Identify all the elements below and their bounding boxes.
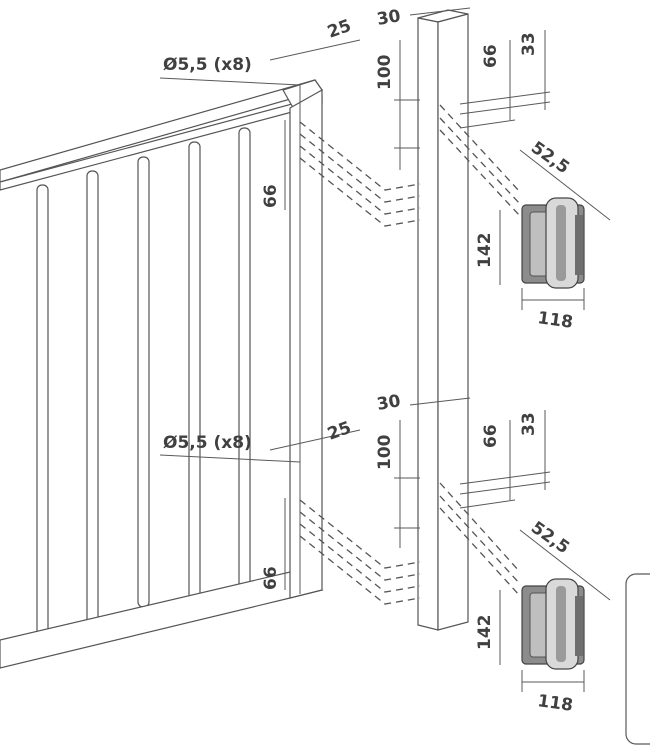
hinge-depth-label-top: 52,5 — [527, 138, 573, 178]
dimension-lines-top — [159, 7, 611, 310]
post-face-right — [437, 13, 469, 631]
detail-inset-frame — [625, 573, 650, 745]
gate-top-rail — [0, 79, 323, 183]
gate-bar — [86, 170, 99, 627]
dimension-lines-bottom — [159, 397, 611, 692]
post-spacing-label-top: 100 — [375, 54, 395, 90]
gate-bars — [36, 127, 251, 641]
hinge-height-label-bottom: 142 — [475, 615, 495, 651]
hinge-depth-label-bottom: 52,5 — [527, 518, 573, 558]
hole-diameter-label-top: Ø5,5 (x8) — [163, 55, 252, 75]
post-face-left — [417, 17, 439, 631]
post — [417, 9, 469, 631]
gate-stile — [289, 88, 323, 599]
gate-hole-spacing-label-bottom: 66 — [261, 566, 281, 590]
gate-hole-spacing-label-top: 66 — [261, 184, 281, 208]
hole-diameter-label-bottom: Ø5,5 (x8) — [163, 433, 252, 453]
hinge-width-label-bottom: 118 — [536, 691, 574, 716]
gate — [0, 79, 324, 669]
gate-bar — [188, 141, 201, 608]
gate-frame-width-label-bottom: 25 — [325, 418, 354, 445]
hinge-width-label-top: 118 — [536, 308, 574, 333]
hinge-bottom — [521, 578, 585, 670]
post-width-label-bottom: 30 — [375, 391, 402, 415]
hinge-offset-a-label-top: 66 — [481, 44, 501, 68]
hinge-offset-b-label-bottom: 33 — [519, 412, 539, 436]
gate-bar — [36, 184, 49, 641]
hinge-top — [521, 197, 585, 289]
gate-bar — [238, 127, 251, 591]
gate-bar — [137, 156, 150, 608]
post-spacing-label-bottom: 100 — [375, 434, 395, 470]
post-width-label-top: 30 — [375, 6, 402, 30]
hinge-offset-a-label-bottom: 66 — [481, 424, 501, 448]
gate-top-rail-lower — [0, 95, 323, 191]
gate-frame-width-label-top: 25 — [325, 16, 354, 43]
hinge-offset-b-label-top: 33 — [519, 32, 539, 56]
alignment-lines — [299, 104, 521, 605]
hinge-height-label-top: 142 — [475, 233, 495, 269]
